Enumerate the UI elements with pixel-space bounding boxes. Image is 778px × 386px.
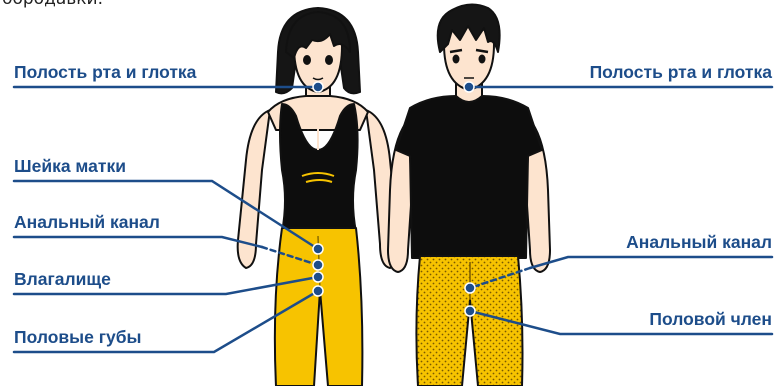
marker-female-anal-canal [313,260,323,270]
leader-female-anal-canal [14,237,262,247]
marker-male-anal-canal [465,283,475,293]
label-cervix: Шейка матки [14,156,126,176]
label-female-anal-canal: Анальный канал [14,212,160,232]
marker-vagina [313,272,323,282]
marker-labia [313,286,323,296]
label-male-mouth-throat: Полость рта и глотка [590,62,772,82]
label-labia: Половые губы [14,327,141,347]
male-right-eye [479,55,486,64]
male-figure [388,4,550,386]
marker-female-mouth-throat [313,82,323,92]
male-left-eye [453,55,460,64]
label-penis: Половой член [649,309,772,329]
label-female-mouth-throat: Полость рта и глотка [14,62,196,82]
marker-male-mouth-throat [464,82,474,92]
male-tshirt [396,96,542,258]
label-male-anal-canal: Анальный канал [626,232,772,252]
female-figure [238,8,399,386]
female-right-eye [325,55,333,65]
leader-male-anal-canal-visible [530,257,772,268]
marker-cervix [313,244,323,254]
female-left-eye [303,55,311,65]
label-vagina: Влагалище [14,269,111,289]
marker-penis [465,306,475,316]
